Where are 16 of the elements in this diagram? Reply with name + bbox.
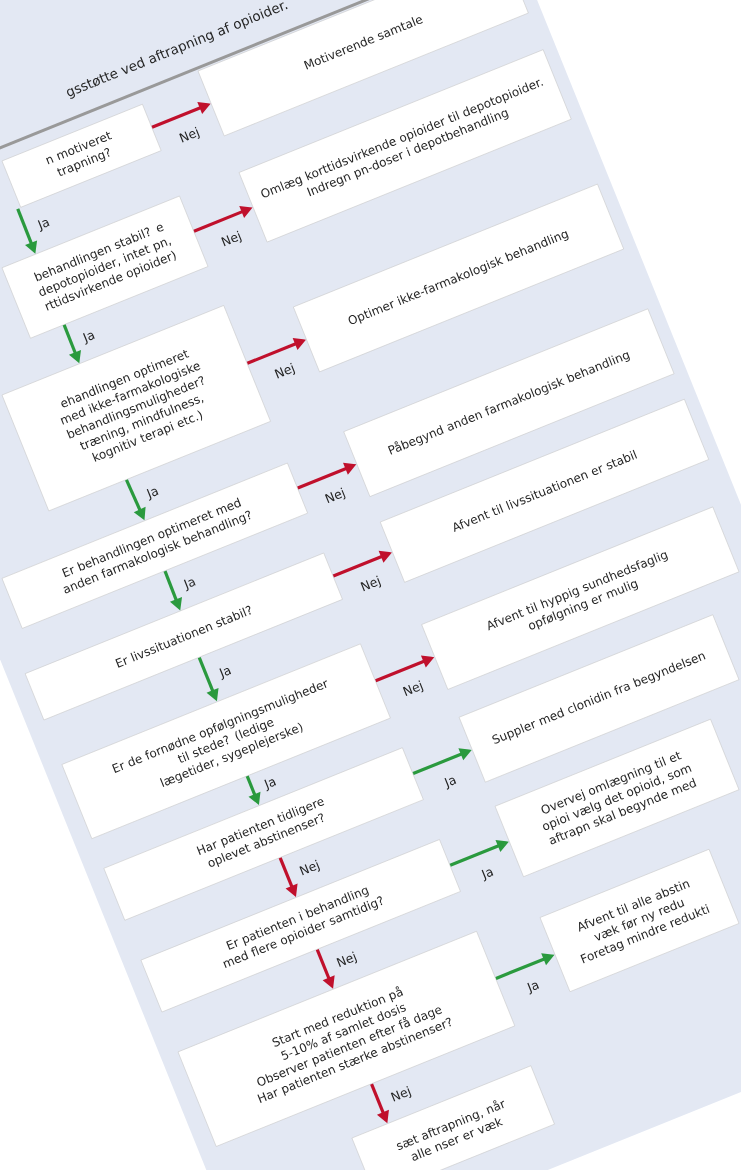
edge-label: Nej — [179, 126, 200, 143]
edge-label: Nej — [299, 859, 320, 876]
edge-label: Ja — [219, 668, 232, 681]
edge-label: Nej — [360, 575, 382, 592]
edge-label: Ja — [444, 777, 457, 790]
edge-label: Nej — [324, 487, 346, 504]
edge-label: Ja — [527, 982, 540, 995]
edge-label: Ja — [37, 220, 50, 233]
edge-label: Nej — [336, 951, 358, 968]
edge-label: Nej — [274, 362, 296, 379]
edge-label: Ja — [146, 488, 159, 501]
edge-label: Ja — [264, 779, 277, 792]
edge-label: Ja — [481, 869, 494, 882]
edge-label: Nej — [402, 680, 424, 696]
edge-label: Nej — [390, 1085, 412, 1102]
edge-label: Ja — [183, 579, 196, 592]
